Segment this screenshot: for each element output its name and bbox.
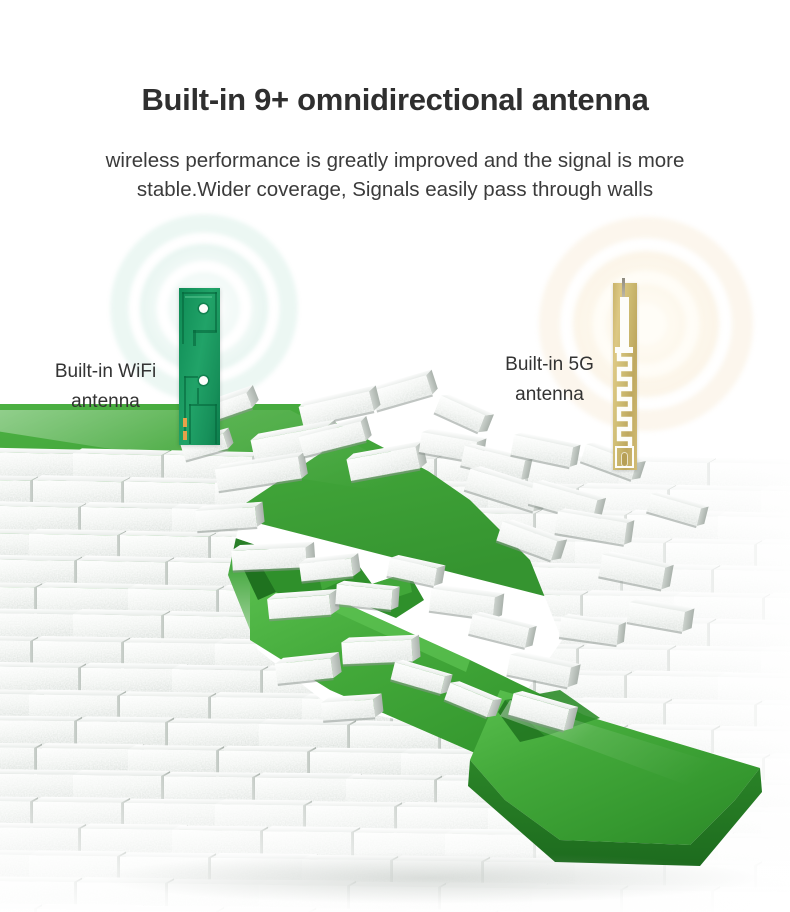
5g-label-line-1: Built-in 5G	[505, 354, 594, 375]
pcb-contact-pad	[183, 431, 187, 440]
brick-fragment	[346, 440, 427, 484]
5g-label-line-2: antenna	[515, 384, 584, 405]
brick-fragment	[386, 555, 446, 589]
pcb-contact-pad	[183, 418, 187, 427]
brick-fragment	[506, 651, 581, 690]
brick-fragment	[341, 634, 421, 667]
brick	[274, 652, 342, 686]
brick	[598, 551, 674, 592]
subtitle-line-2: stable.Wider coverage, Signals easily pa…	[136, 178, 654, 201]
brick-fragment	[495, 519, 568, 563]
brick	[335, 580, 400, 613]
brick	[433, 394, 494, 435]
brick	[386, 555, 446, 589]
brick-fragment	[626, 598, 695, 634]
brick-fragment	[370, 369, 438, 413]
brick	[495, 519, 568, 563]
fpc-slot	[622, 453, 627, 466]
brick-fragment	[443, 681, 503, 720]
brick	[443, 681, 503, 720]
brick	[510, 432, 581, 470]
page-title: Built-in 9+ omnidirectional antenna	[141, 82, 649, 117]
wifi-antenna-label: Built-in WiFi antenna	[28, 357, 183, 417]
brick	[646, 491, 709, 529]
brick-fragment	[433, 394, 494, 435]
page-subtitle: wireless performance is greatly improved…	[40, 146, 750, 204]
fpc-slot-frame	[615, 446, 634, 468]
brick	[390, 659, 453, 697]
pcb-mount-hole	[199, 376, 208, 385]
brick	[626, 598, 695, 634]
brick	[507, 690, 579, 733]
brick-fragment	[390, 659, 453, 697]
brick	[298, 415, 372, 459]
brick-fragment	[646, 491, 709, 529]
wifi-label-line-2: antenna	[71, 391, 140, 412]
brick	[341, 634, 421, 667]
fpc-meander-trace	[616, 351, 633, 447]
wifi-label-line-1: Built-in WiFi	[54, 361, 157, 382]
brick	[321, 693, 384, 723]
brick-fragment	[507, 690, 579, 733]
brick-fragment	[274, 652, 342, 686]
brick-fragment	[195, 501, 265, 534]
brick	[428, 584, 505, 622]
fpc-crossbar	[614, 347, 633, 353]
brick-fragment	[598, 551, 674, 592]
brick-fragment	[299, 552, 361, 584]
brick-fragment	[510, 432, 581, 470]
brick	[554, 508, 635, 547]
brick	[195, 501, 265, 534]
brick	[267, 588, 340, 622]
brick	[299, 552, 361, 584]
brick-fragment	[321, 693, 384, 723]
brick-fragment	[298, 415, 372, 459]
brick	[468, 611, 537, 650]
brick	[346, 440, 427, 484]
brick	[214, 451, 308, 494]
brick-fragment	[267, 588, 340, 622]
brick-fragment	[558, 613, 627, 648]
pcb-mount-hole	[199, 304, 208, 313]
brick-fragment	[335, 580, 400, 613]
5g-antenna-label: Built-in 5G antenna	[472, 350, 627, 410]
subtitle-line-1: wireless performance is greatly improved…	[105, 149, 685, 172]
5g-signal-glow	[566, 244, 726, 404]
brick	[506, 651, 581, 690]
floor-shadow	[100, 852, 760, 904]
wifi-antenna-board	[179, 288, 220, 445]
brick-fragment	[428, 584, 505, 622]
brick	[558, 613, 627, 648]
brick-fragment	[554, 508, 635, 547]
5g-antenna-board	[613, 278, 637, 470]
fpc-feed-line	[619, 297, 629, 349]
brick	[370, 369, 438, 413]
brick-fragment	[468, 611, 537, 650]
fpc-coax-stem	[622, 278, 625, 300]
brick-fragment	[214, 451, 308, 494]
